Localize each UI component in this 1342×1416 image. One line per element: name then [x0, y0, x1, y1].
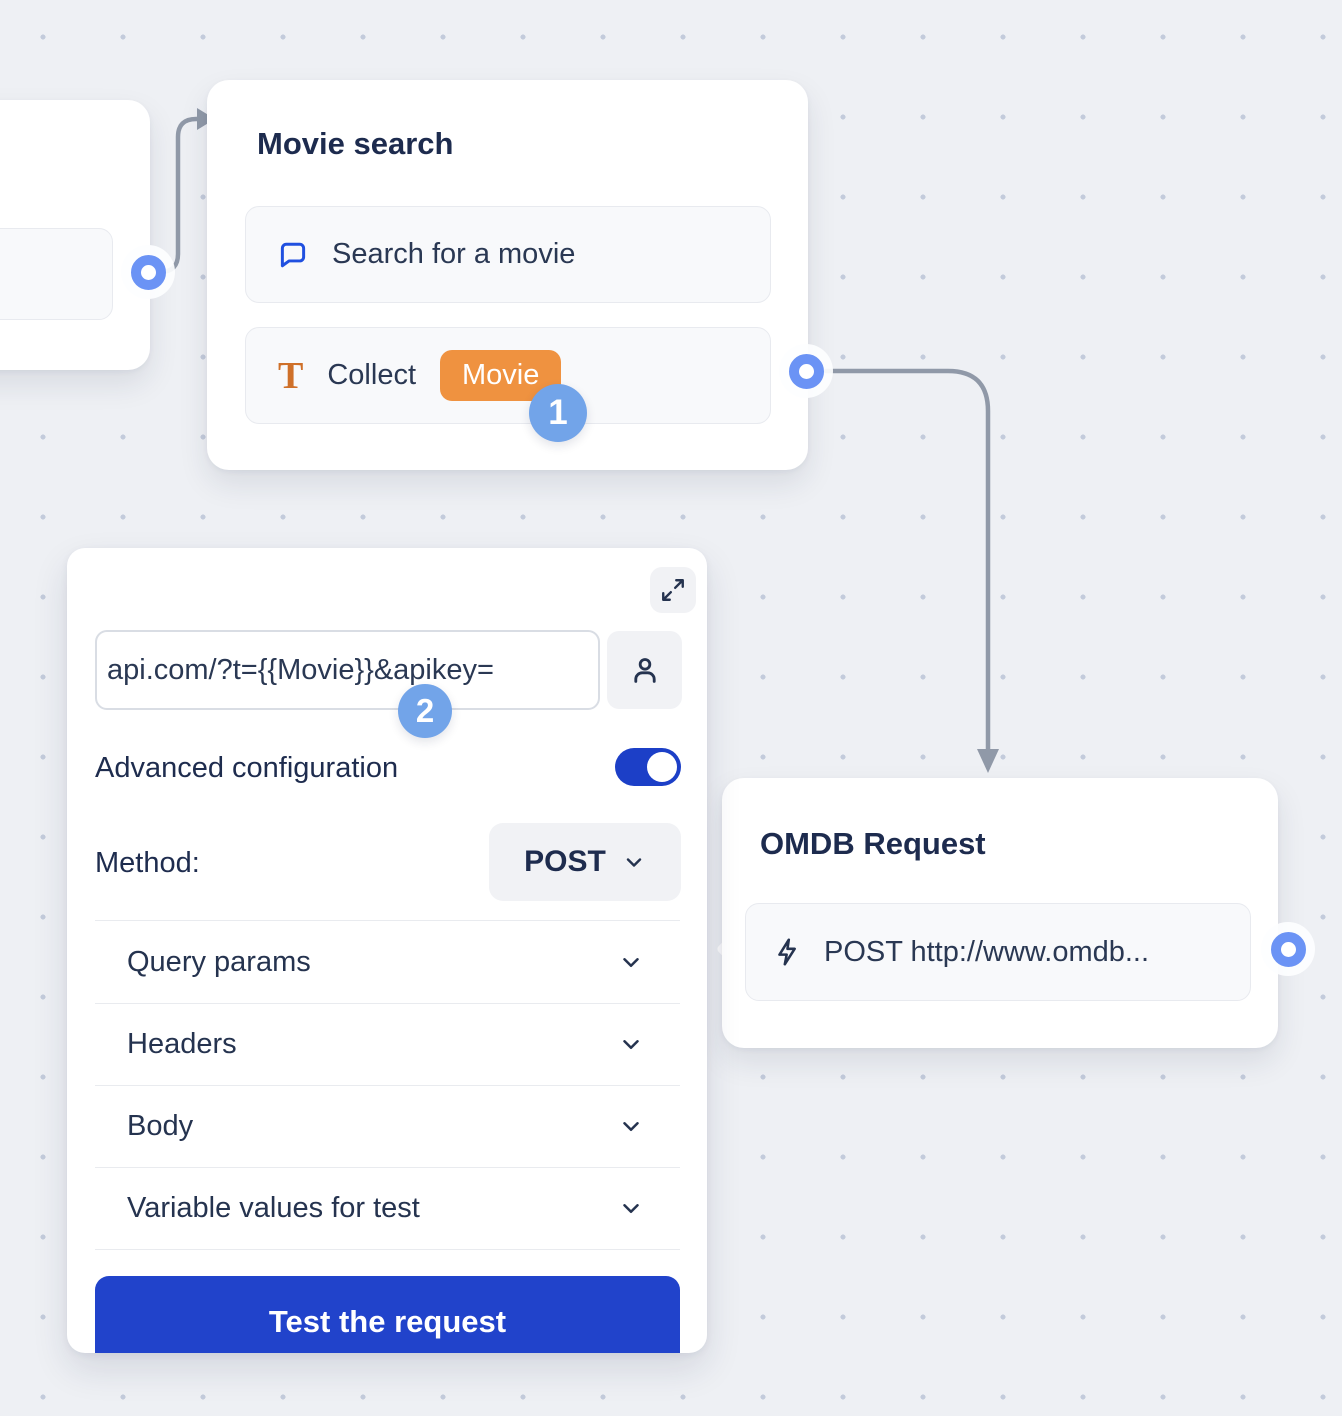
chevron-down-icon	[626, 858, 642, 867]
wire-arrowhead-right	[197, 108, 215, 130]
test-request-button[interactable]: Test the request	[95, 1276, 680, 1353]
chevron-down-icon	[623, 958, 639, 968]
movie-variable-badge: Movie	[440, 350, 562, 401]
collect-block-label: Collect	[327, 359, 417, 391]
section-headers[interactable]: Headers	[95, 1003, 680, 1085]
omdb-request-title: OMDB Request	[760, 826, 986, 861]
method-select[interactable]: POST	[489, 823, 681, 901]
wire-movie-search-to-omdb	[823, 368, 991, 753]
advanced-configuration-label: Advanced configuration	[95, 752, 399, 784]
message-block-label: Search for a movie	[332, 238, 576, 270]
divider	[95, 1249, 680, 1250]
divider	[95, 1003, 680, 1004]
divider	[95, 1167, 680, 1168]
method-value: POST	[524, 845, 606, 878]
expand-panel-button[interactable]	[650, 567, 696, 613]
chevron-down-icon	[623, 1122, 639, 1132]
movie-search-title: Movie search	[257, 126, 454, 161]
expand-icon	[662, 579, 684, 601]
partial-node-row[interactable]	[0, 228, 113, 320]
webhook-block-row[interactable]: POST http://www.omdb...	[745, 903, 1251, 1001]
chevron-down-icon	[623, 1204, 639, 1214]
user-variables-button[interactable]	[607, 631, 682, 709]
section-label: Body	[127, 1109, 194, 1142]
request-config-panel: api.com/?t={{Movie}}&apikey= Advanced co…	[67, 548, 707, 1353]
divider	[95, 1085, 680, 1086]
section-body[interactable]: Body	[95, 1085, 680, 1167]
movie-search-node[interactable]: Movie search Search for a movie T Collec…	[207, 80, 808, 470]
step-2-badge: 2	[398, 684, 452, 738]
divider	[95, 920, 680, 921]
lightning-icon	[778, 938, 796, 966]
partial-node-output-port[interactable]	[121, 245, 175, 299]
webhook-block-label: POST http://www.omdb...	[824, 935, 1150, 968]
request-url-value: api.com/?t={{Movie}}&apikey=	[107, 653, 494, 686]
chat-bubble-icon	[280, 242, 306, 267]
advanced-configuration-toggle[interactable]	[615, 748, 681, 786]
omdb-request-node[interactable]: OMDB Request POST http://www.omdb...	[722, 778, 1278, 1048]
section-label: Variable values for test	[127, 1191, 420, 1224]
wire-arrowhead-down	[977, 749, 999, 773]
step-1-badge: 1	[529, 384, 587, 442]
omdb-output-port[interactable]	[1261, 922, 1315, 976]
person-icon	[633, 658, 656, 683]
chevron-down-icon	[623, 1040, 639, 1050]
message-block-row[interactable]: Search for a movie	[245, 206, 771, 303]
section-label: Query params	[127, 945, 311, 978]
toggle-knob	[647, 752, 677, 782]
partial-node[interactable]	[0, 100, 150, 370]
method-label: Method:	[95, 847, 200, 879]
section-label: Headers	[127, 1027, 237, 1060]
collect-block-row[interactable]: T Collect Movie	[245, 327, 771, 424]
section-variable-values[interactable]: Variable values for test	[95, 1167, 680, 1249]
section-query-params[interactable]: Query params	[95, 921, 680, 1003]
text-input-icon: T	[278, 354, 304, 397]
request-url-input[interactable]: api.com/?t={{Movie}}&apikey=	[95, 630, 600, 710]
movie-search-output-port[interactable]	[779, 344, 833, 398]
